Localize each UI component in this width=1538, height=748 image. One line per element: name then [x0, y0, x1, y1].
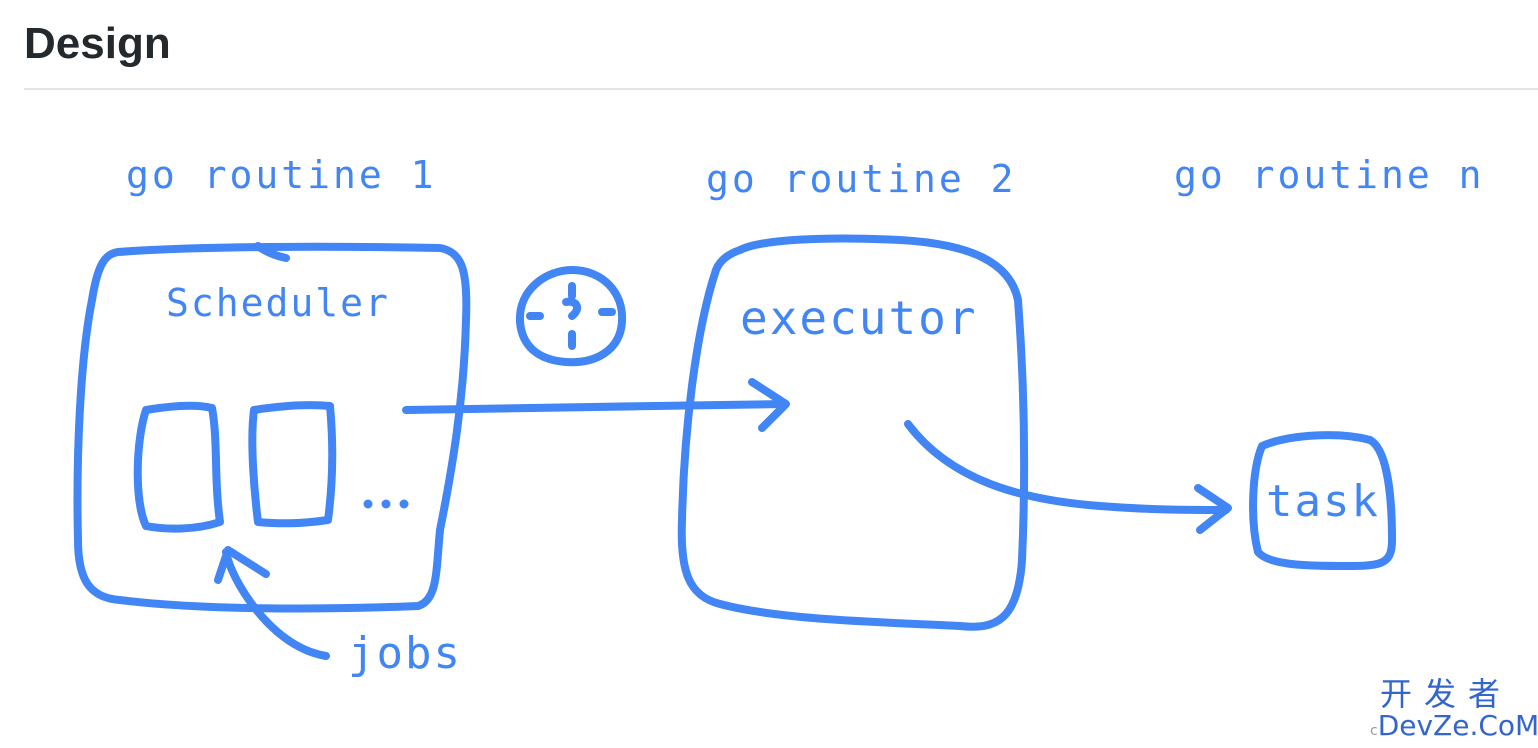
- heading-divider: [24, 88, 1538, 90]
- job-slot-1: [133, 401, 224, 533]
- timer-hand-mid: [562, 297, 582, 320]
- scheduler-label: Scheduler: [166, 281, 390, 325]
- routine-label-2: go routine 2: [706, 157, 1017, 201]
- jobs-arrowhead: [214, 546, 270, 584]
- watermark-cn: 开发者: [1380, 675, 1513, 713]
- scheduler-to-executor-arrow: [402, 400, 788, 414]
- routine-label-1: go routine 1: [126, 153, 437, 197]
- ellipsis-dot-2: [381, 499, 391, 509]
- scheduler-to-executor-arrowhead: [748, 378, 790, 432]
- watermark-lead: c: [1370, 723, 1378, 739]
- ellipsis-dot-3: [399, 499, 409, 509]
- routine-label-n: go routine n: [1174, 153, 1485, 197]
- ellipsis-dot-1: [363, 499, 373, 509]
- executor-to-task-arrow: [904, 420, 1230, 514]
- task-label: task: [1266, 476, 1380, 527]
- executor-label: executor: [740, 291, 978, 345]
- timer-circle: [515, 266, 627, 367]
- watermark-site: DevZe.CoM: [1377, 709, 1538, 742]
- executor-to-task-arrowhead: [1194, 484, 1232, 534]
- executor-box: [677, 234, 1029, 631]
- task-box: [1249, 431, 1396, 570]
- scheduler-box: [73, 242, 471, 613]
- jobs-label: jobs: [348, 628, 462, 679]
- watermark-en: cDevZe.CoM: [1370, 710, 1538, 747]
- section-heading: Design: [24, 19, 171, 68]
- jobs-arrow: [222, 548, 330, 660]
- job-slot-2: [248, 401, 337, 528]
- scheduler-box-tab: [254, 242, 290, 262]
